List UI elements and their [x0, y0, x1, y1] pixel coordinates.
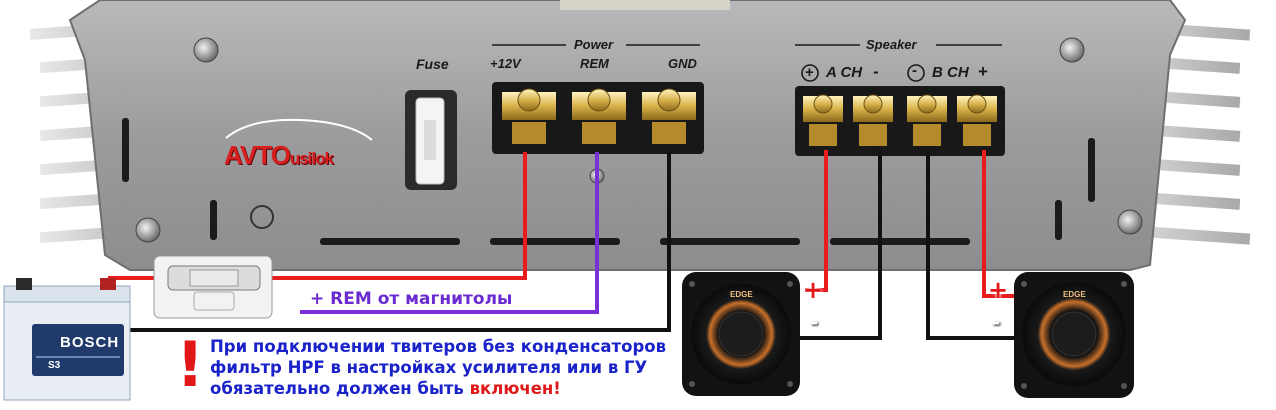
battery-code: S3: [48, 360, 61, 371]
brand-secondary: usilok: [289, 149, 334, 168]
battery: [3, 278, 131, 401]
tweeter-b: [1014, 272, 1134, 398]
terminal-gnd-label: GND: [668, 56, 697, 71]
channel-a-minus-sign: -: [873, 62, 879, 81]
tweeter-a-brand: EDGE: [730, 290, 753, 299]
speaker-a-positive-wire: [805, 150, 828, 292]
tweeter-b-minus-sign: -: [992, 310, 1001, 334]
rem-wire: [300, 152, 599, 314]
channel-a-label: A CH: [826, 64, 863, 81]
rem-wire-label: + REM от магнитолы: [310, 289, 513, 309]
channel-b-minus-sign: -: [912, 62, 917, 79]
terminal-12v-label: +12V: [490, 56, 521, 71]
channel-b-minus-mark: [907, 64, 925, 82]
note-line-1: При подключении твитеров без конденсатор…: [210, 337, 667, 356]
note-line-3-end: !: [553, 379, 561, 398]
warning-exclamation: !: [176, 328, 205, 401]
note-line-3-start: обязательно должен быть: [210, 379, 470, 398]
fuse-label: Fuse: [416, 56, 449, 72]
speaker-b-negative-wire: [926, 150, 1020, 340]
terminal-rem-label: REM: [580, 56, 609, 71]
speaker-b-positive-wire: [982, 150, 1020, 298]
note-line-3: обязательно должен быть включен!: [210, 378, 730, 399]
speaker-group-label: Speaker: [866, 37, 917, 52]
brand-primary: AVTO: [224, 140, 291, 170]
note-emphasis: включен: [469, 379, 554, 398]
channel-b-plus-sign: +: [978, 62, 988, 81]
channel-a-plus-sign: +: [805, 64, 814, 81]
tweeter-a: [682, 272, 800, 396]
tweeter-a-plus-sign: +: [803, 276, 824, 304]
power-terminal-block: [492, 82, 704, 154]
tweeter-b-brand: EDGE: [1063, 290, 1086, 299]
speaker-terminal-block: [795, 86, 1005, 156]
amplifier-fuse: [405, 90, 457, 190]
tweeter-b-plus-sign: +: [988, 276, 1009, 304]
channel-a-plus-mark: [801, 64, 819, 82]
warning-note: При подключении твитеров без конденсатор…: [210, 336, 730, 399]
note-line-2: фильтр HPF в настройках усилителя или в …: [210, 358, 648, 377]
speaker-a-negative-wire: [800, 150, 882, 340]
power-group-label: Power: [574, 37, 614, 52]
battery-brand: BOSCH: [60, 334, 120, 351]
inline-fuse-holder: [153, 255, 273, 319]
brand-logo: AVTOusilok: [224, 140, 334, 171]
channel-b-label: B CH: [932, 64, 969, 81]
tweeter-a-minus-sign: -: [810, 310, 819, 334]
